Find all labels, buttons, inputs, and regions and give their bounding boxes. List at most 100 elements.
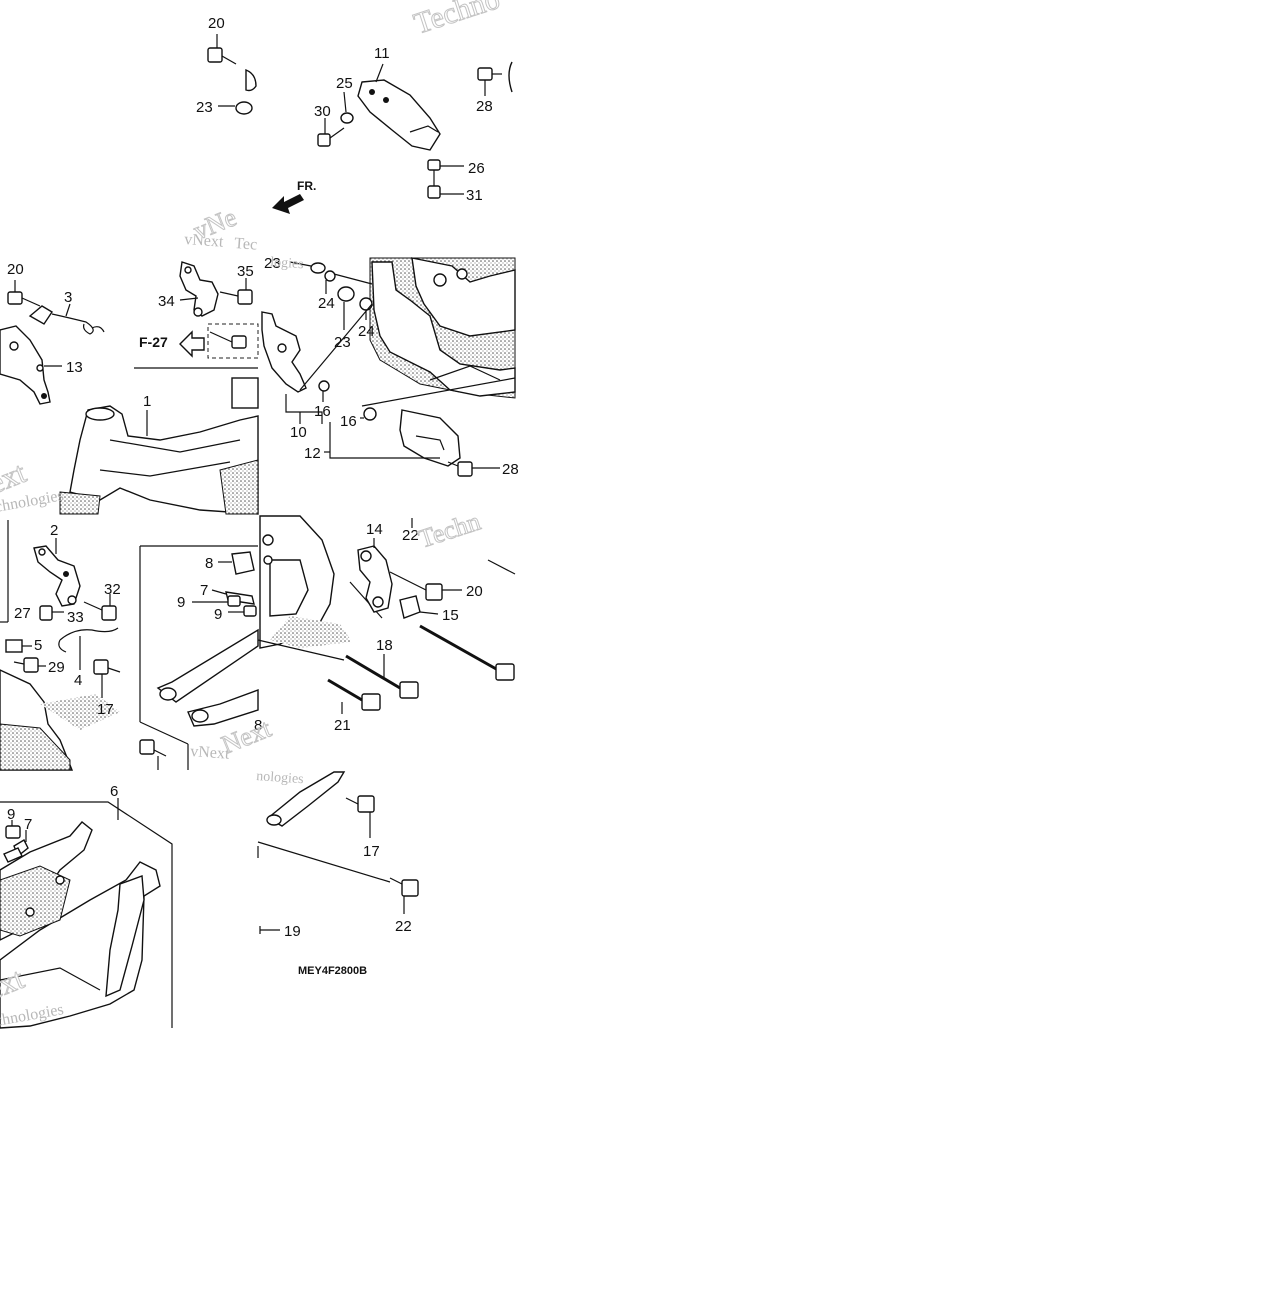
nut-9-b: [228, 605, 257, 617]
collar-15: [399, 595, 439, 619]
long-bolt-top: [411, 518, 515, 681]
bolt-30: [317, 118, 345, 147]
label-23-mid: 23: [264, 255, 281, 272]
tile-mid-center: [261, 257, 516, 477]
guard-12: [324, 377, 516, 477]
label-23-lower: 23: [334, 334, 351, 351]
bracket-5: [5, 639, 32, 653]
label-3: 3: [64, 289, 72, 306]
sensor-4: [58, 627, 119, 670]
tile-mid-left: F-27: [0, 261, 259, 515]
label-16-right: 16: [340, 413, 357, 430]
label-32: 32: [104, 581, 121, 598]
bolt-29: [13, 657, 46, 673]
label-7-mid: 7: [200, 582, 208, 599]
label-27: 27: [14, 605, 31, 622]
label-17-lower: 17: [363, 843, 380, 860]
label-26: 26: [468, 160, 485, 177]
label-34: 34: [158, 293, 175, 310]
label-11: 11: [374, 45, 390, 62]
tile-lower-left: [0, 520, 259, 771]
tile-top-mid: [317, 61, 513, 199]
bracket-2: [33, 538, 81, 607]
label-13: 13: [66, 359, 83, 376]
watermark-techn-low: Techn: [415, 507, 484, 554]
label-24-upper: 24: [318, 295, 335, 312]
label-20-low: 20: [466, 583, 483, 600]
nut-23-top: [218, 101, 253, 115]
bolt-17-upper: [93, 659, 121, 698]
collar-23-lower: [337, 286, 355, 330]
watermark-brand-mid: vNext: [184, 231, 225, 251]
bracket-14: [357, 538, 393, 613]
label-21: 21: [334, 717, 351, 734]
guard-10: [261, 303, 373, 424]
label-35: 35: [237, 263, 254, 280]
watermark-tec-mid: Tec: [234, 235, 258, 254]
washer-24-upper: [324, 270, 373, 294]
label-16-left: 16: [314, 403, 331, 420]
ref-f27-label: F-27: [139, 334, 168, 350]
bolt-28-mid: [447, 461, 500, 477]
front-direction-arrow: FR.: [272, 179, 316, 214]
label-29: 29: [48, 659, 65, 676]
subframe-6: [0, 821, 161, 1029]
label-30: 30: [314, 103, 331, 120]
bracket-edge: [245, 68, 257, 92]
watermarks: Techno vNext Tec vNe logies ext chnologi…: [0, 0, 504, 1030]
bolt-35: [219, 278, 253, 305]
label-28-mid: 28: [502, 461, 519, 478]
label-7-c: 7: [24, 816, 32, 833]
label-22-top: 22: [402, 527, 419, 544]
bolt-17-lower: [345, 795, 375, 838]
callout-labels: 20 23 11 25 30 28 26 31 20 3 13 1 34 35 …: [7, 15, 519, 977]
cover-edge: [508, 61, 513, 93]
label-18: 18: [376, 637, 393, 654]
label-9-c: 9: [7, 806, 15, 823]
tile-bottom-center: [257, 771, 419, 934]
label-15: 15: [442, 607, 459, 624]
label-6: 6: [110, 783, 118, 800]
ref-arrow-f27: F-27: [139, 330, 205, 358]
bracket-34: [179, 261, 219, 317]
washer-26: [427, 159, 464, 171]
label-17-upper: 17: [97, 701, 114, 718]
label-33: 33: [67, 609, 84, 626]
label-4: 4: [74, 672, 82, 689]
tile-top-left: [207, 34, 257, 115]
label-8-top: 8: [205, 555, 213, 572]
watermark-vne-mid: vNe: [189, 202, 240, 245]
heat-guard-11: [357, 79, 441, 151]
label-23-top: 23: [196, 99, 213, 116]
label-25: 25: [336, 75, 353, 92]
rubber-8: [218, 551, 255, 575]
collar-23-upper: [289, 261, 326, 274]
label-5: 5: [34, 637, 42, 654]
bolt-lower-34: [209, 331, 247, 349]
nut-9-a: [192, 595, 241, 607]
label-20-top: 20: [208, 15, 225, 32]
label-31: 31: [466, 187, 483, 204]
watermark-logies-mid: logies: [270, 255, 304, 272]
front-direction-label: FR.: [297, 179, 316, 193]
tile-lower-center: [257, 515, 516, 714]
label-28-top: 28: [476, 98, 493, 115]
frame-1: [59, 377, 259, 515]
bolt-28-top: [477, 67, 502, 96]
label-9-a: 9: [177, 594, 185, 611]
bolt-22-lower: [389, 877, 419, 914]
label-10: 10: [290, 424, 307, 441]
bolt-31: [427, 170, 464, 199]
bolt-20-top: [207, 34, 237, 65]
diagram-code: MEY4F2800B: [298, 965, 367, 977]
nut-9-c: [5, 820, 21, 839]
label-14: 14: [366, 521, 383, 538]
label-24-lower: 24: [358, 323, 375, 340]
bolt-20-mid: [7, 280, 41, 307]
label-19: 19: [284, 923, 301, 940]
bolt-32: [83, 594, 117, 621]
tile-bottom-left: [0, 798, 173, 1029]
label-12: 12: [304, 445, 321, 462]
